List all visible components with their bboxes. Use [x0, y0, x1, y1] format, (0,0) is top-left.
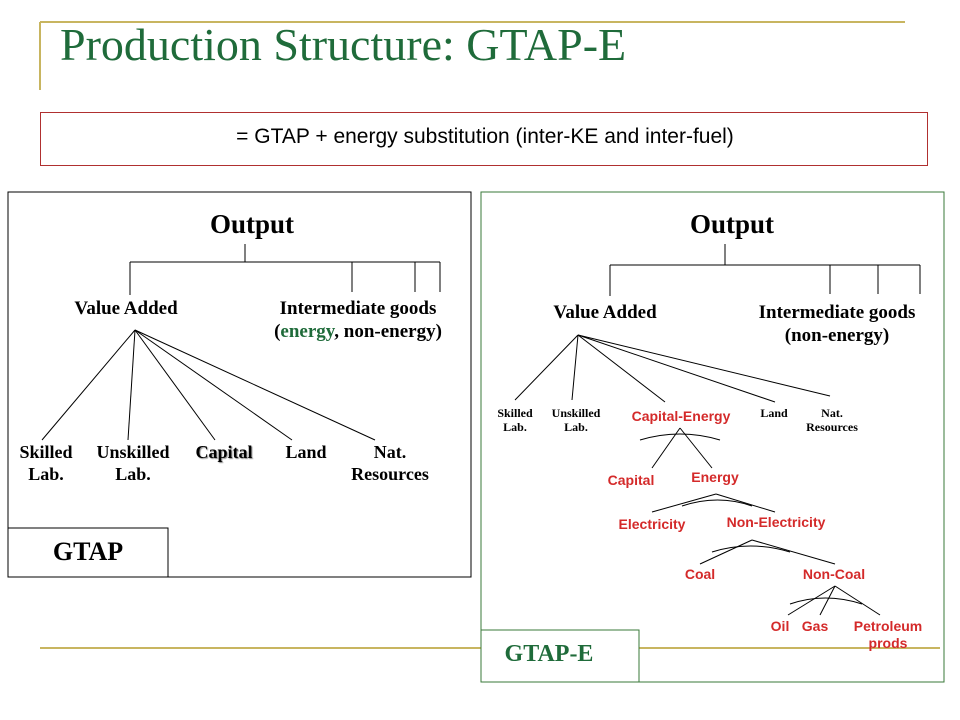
gtap-unskilled-labor: Unskilled Lab.: [96, 442, 169, 485]
gtape-gas: Gas: [801, 618, 829, 634]
gtape-coal: Coal: [684, 566, 716, 582]
gtape-petroleum-prods: Petroleum prods: [854, 618, 922, 652]
gtape-skilled-labor: Skilled Lab.: [497, 406, 532, 435]
gtape-intermediate-goods: Intermediate goods (non-energy): [759, 302, 916, 348]
gtap-skilled-labor: Skilled Lab.: [19, 442, 72, 485]
gtap-nat-resources: Nat. Resources: [351, 442, 429, 485]
gtape-output: Output: [689, 209, 775, 239]
gtap-unskilled-line1: Unskilled: [96, 442, 170, 462]
gtape-natres-line2: Resources: [806, 420, 858, 435]
gtape-value-added: Value Added: [553, 302, 657, 323]
gtap-intermediate-line2: (energy, non-energy): [274, 321, 442, 344]
gtape-non-electricity: Non-Electricity: [726, 514, 826, 530]
gtap-intermediate-rest: , non-energy): [334, 320, 442, 342]
gtape-panel-label: GTAP-E: [504, 641, 594, 667]
gtape-petroleum-line2: prods: [868, 634, 908, 651]
subtitle: = GTAP + energy substitution (inter-KE a…: [236, 125, 734, 148]
gtap-natres-line1: Nat.: [373, 442, 407, 462]
subtitle-box: = GTAP + energy substitution (inter-KE a…: [40, 112, 928, 166]
gtap-label-box: [7, 527, 169, 578]
gtap-panel-label: GTAP: [52, 537, 124, 566]
gtape-intermediate-line1: Intermediate goods: [758, 302, 916, 323]
gtap-land: Land: [285, 442, 327, 462]
gtape-land: Land: [760, 406, 788, 420]
gtap-skilled-line1: Skilled: [19, 442, 73, 462]
gtape-capital-energy: Capital-Energy: [631, 408, 731, 424]
gtap-intermediate-line1: Intermediate goods: [279, 298, 437, 319]
gtape-unskilled-line2: Lab.: [564, 420, 588, 435]
slide-title: Production Structure: GTAP-E: [60, 19, 627, 70]
gtap-panel: [7, 191, 472, 578]
gtap-skilled-line2: Lab.: [28, 463, 64, 484]
gtape-non-coal: Non-Coal: [802, 566, 866, 582]
gtape-panel: [480, 191, 945, 683]
gtape-energy: Energy: [691, 469, 739, 485]
gtap-intermediate-energy: energy: [280, 320, 335, 342]
gtape-label-box: [480, 629, 640, 683]
gtap-natres-line2: Resources: [351, 463, 429, 484]
gtape-skilled-line2: Lab.: [503, 420, 527, 435]
gtape-intermediate-line2: (non-energy): [784, 324, 890, 346]
gtap-capital: Capital: [195, 442, 253, 462]
gtap-intermediate-open: (: [274, 320, 281, 342]
gtape-oil: Oil: [770, 618, 790, 634]
gtap-unskilled-line2: Lab.: [115, 463, 151, 484]
gtape-natres-line1: Nat.: [821, 406, 843, 420]
gtape-unskilled-labor: Unskilled Lab.: [552, 406, 601, 435]
gtap-value-added: Value Added: [74, 298, 178, 319]
gtape-electricity: Electricity: [618, 516, 686, 532]
gtap-intermediate-goods: Intermediate goods (energy, non-energy): [274, 298, 442, 344]
gtape-capital: Capital: [607, 472, 655, 488]
gtape-nat-resources: Nat. Resources: [806, 406, 858, 435]
gtap-output: Output: [209, 209, 295, 239]
gtape-unskilled-line1: Unskilled: [551, 406, 601, 420]
gtape-petroleum-line1: Petroleum: [853, 618, 923, 634]
gtape-skilled-line1: Skilled: [497, 406, 533, 420]
